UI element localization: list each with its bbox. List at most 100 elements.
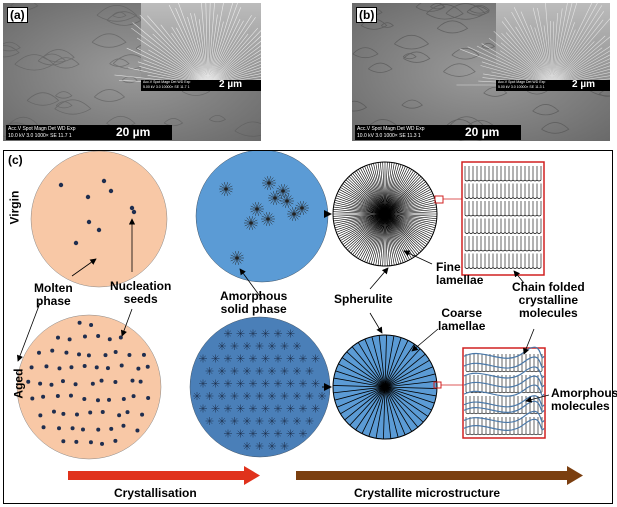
nucleus-ray (237, 430, 241, 434)
schematic-panel: (c) (3, 150, 617, 504)
nucleus-ray (284, 445, 288, 450)
nucleus-ray (246, 370, 251, 375)
sem-grain (112, 11, 127, 18)
microstructure-arrow-shaft (296, 471, 568, 480)
lamella-ray (358, 162, 386, 215)
nucleation-seed (85, 194, 91, 200)
lamella-ray (384, 182, 437, 215)
nucleation-seed (86, 353, 91, 358)
lamella-ray (384, 386, 409, 439)
label-amorphous-solid-line1: Amorphous (220, 289, 288, 303)
lamella-ray (384, 386, 424, 434)
nucleus-ray (218, 395, 223, 400)
nucleus-ray (290, 405, 294, 409)
nucleus-ray (202, 408, 207, 412)
nucleus-ray (224, 380, 229, 384)
nucleus-ray (243, 395, 248, 400)
lamella-ray (353, 162, 386, 215)
nucleus-ray (296, 417, 301, 422)
sem-fibril (481, 43, 553, 86)
lamella-ray (363, 162, 386, 215)
label-amorphous-solid-line2: solid phase (220, 302, 287, 317)
nucleation-seed (108, 188, 114, 194)
lamella-ray (374, 386, 386, 439)
amorphous-chain (463, 400, 545, 413)
nucleus-ray (243, 392, 248, 397)
sem-fibril (551, 18, 610, 86)
lamella-ray (384, 162, 399, 215)
pointer-molten (71, 258, 97, 277)
lamella-ray (340, 346, 386, 388)
nucleus-ray (293, 342, 298, 347)
growing-spherulites (219, 176, 309, 265)
lamella-ray (384, 213, 434, 250)
sem-fibril (207, 33, 249, 86)
nucleus-ray (309, 420, 313, 425)
nucleus-ray (212, 380, 216, 384)
crystallisation-label: Crystallisation (114, 486, 197, 500)
nucleus-ray (224, 433, 229, 437)
lamella-ray (384, 185, 437, 215)
nucleation-seed (135, 428, 140, 433)
crystallisation-arrow-shaft (68, 471, 245, 480)
lamella-ray (346, 340, 386, 388)
sem-fibril (207, 3, 215, 86)
lamella-ray (365, 386, 386, 439)
microstructure-arrow-head (567, 466, 583, 485)
label-fine-line2: lamellae (436, 273, 484, 288)
sem-fibril (543, 25, 553, 86)
lamella-ray (363, 213, 386, 266)
lamella-ray (384, 213, 388, 266)
lamella-ray (384, 213, 437, 231)
nucleus-ray (227, 355, 232, 359)
nucleus-ray (274, 433, 279, 437)
label-amorphous-solid: Amorphous solid phase (220, 289, 288, 317)
nucleus-ray (287, 433, 291, 437)
burst-core (267, 181, 271, 185)
lamella-ray (361, 335, 386, 388)
nucleus-ray (259, 370, 263, 375)
nucleation-seed (107, 397, 112, 402)
lamella-ray (333, 213, 386, 223)
sem-fibril (176, 27, 209, 86)
coarse-lamellae (333, 335, 437, 439)
nucleus-ray (259, 342, 263, 347)
nucleation-seed (145, 364, 150, 369)
sem-fibril (459, 48, 553, 86)
lamella-ray (384, 172, 429, 215)
lamella-ray (384, 355, 437, 388)
label-spherulite: Spherulite (334, 292, 393, 306)
lamella-ray (384, 213, 437, 226)
nucleus-ray (296, 370, 301, 375)
nucleus-ray (277, 405, 282, 409)
nucleus-ray (290, 430, 294, 434)
pointer-spherulite-virgin (369, 267, 389, 290)
label-fine-line1: Fine (436, 260, 461, 274)
lamella-ray (333, 386, 386, 395)
nucleus-ray (287, 333, 291, 337)
lamella-ray (333, 182, 386, 215)
microstructure-label: Crystallite microstructure (354, 486, 501, 500)
inset-b-databar: Acc.V Spot Magn Det WD Exp 5.00 kV 3.0 1… (496, 79, 610, 91)
nucleus-ray (234, 395, 238, 400)
nucleus-ray (221, 392, 226, 397)
nucleus-ray (202, 383, 207, 387)
nucleus-ray (256, 342, 260, 347)
inset-b-info: Acc.V Spot Magn Det WD Exp (498, 80, 546, 84)
nucleation-seed (58, 182, 64, 188)
nucleus-ray (290, 333, 294, 337)
nucleus-ray (271, 445, 276, 450)
panel-c-label: (c) (8, 153, 23, 167)
nucleus-ray (227, 358, 232, 362)
sem-grain (3, 45, 20, 58)
nucleus-ray (312, 380, 316, 384)
nucleus-ray (243, 370, 248, 375)
nucleation-seed (61, 411, 66, 416)
lamella-ray (384, 386, 430, 428)
lamella-ray (384, 208, 437, 215)
nucleus-ray (299, 358, 304, 362)
sem-fibril (152, 33, 209, 86)
nucleus-ray (237, 433, 241, 437)
lamella-ray (384, 213, 437, 241)
nucleus-ray (259, 392, 263, 397)
